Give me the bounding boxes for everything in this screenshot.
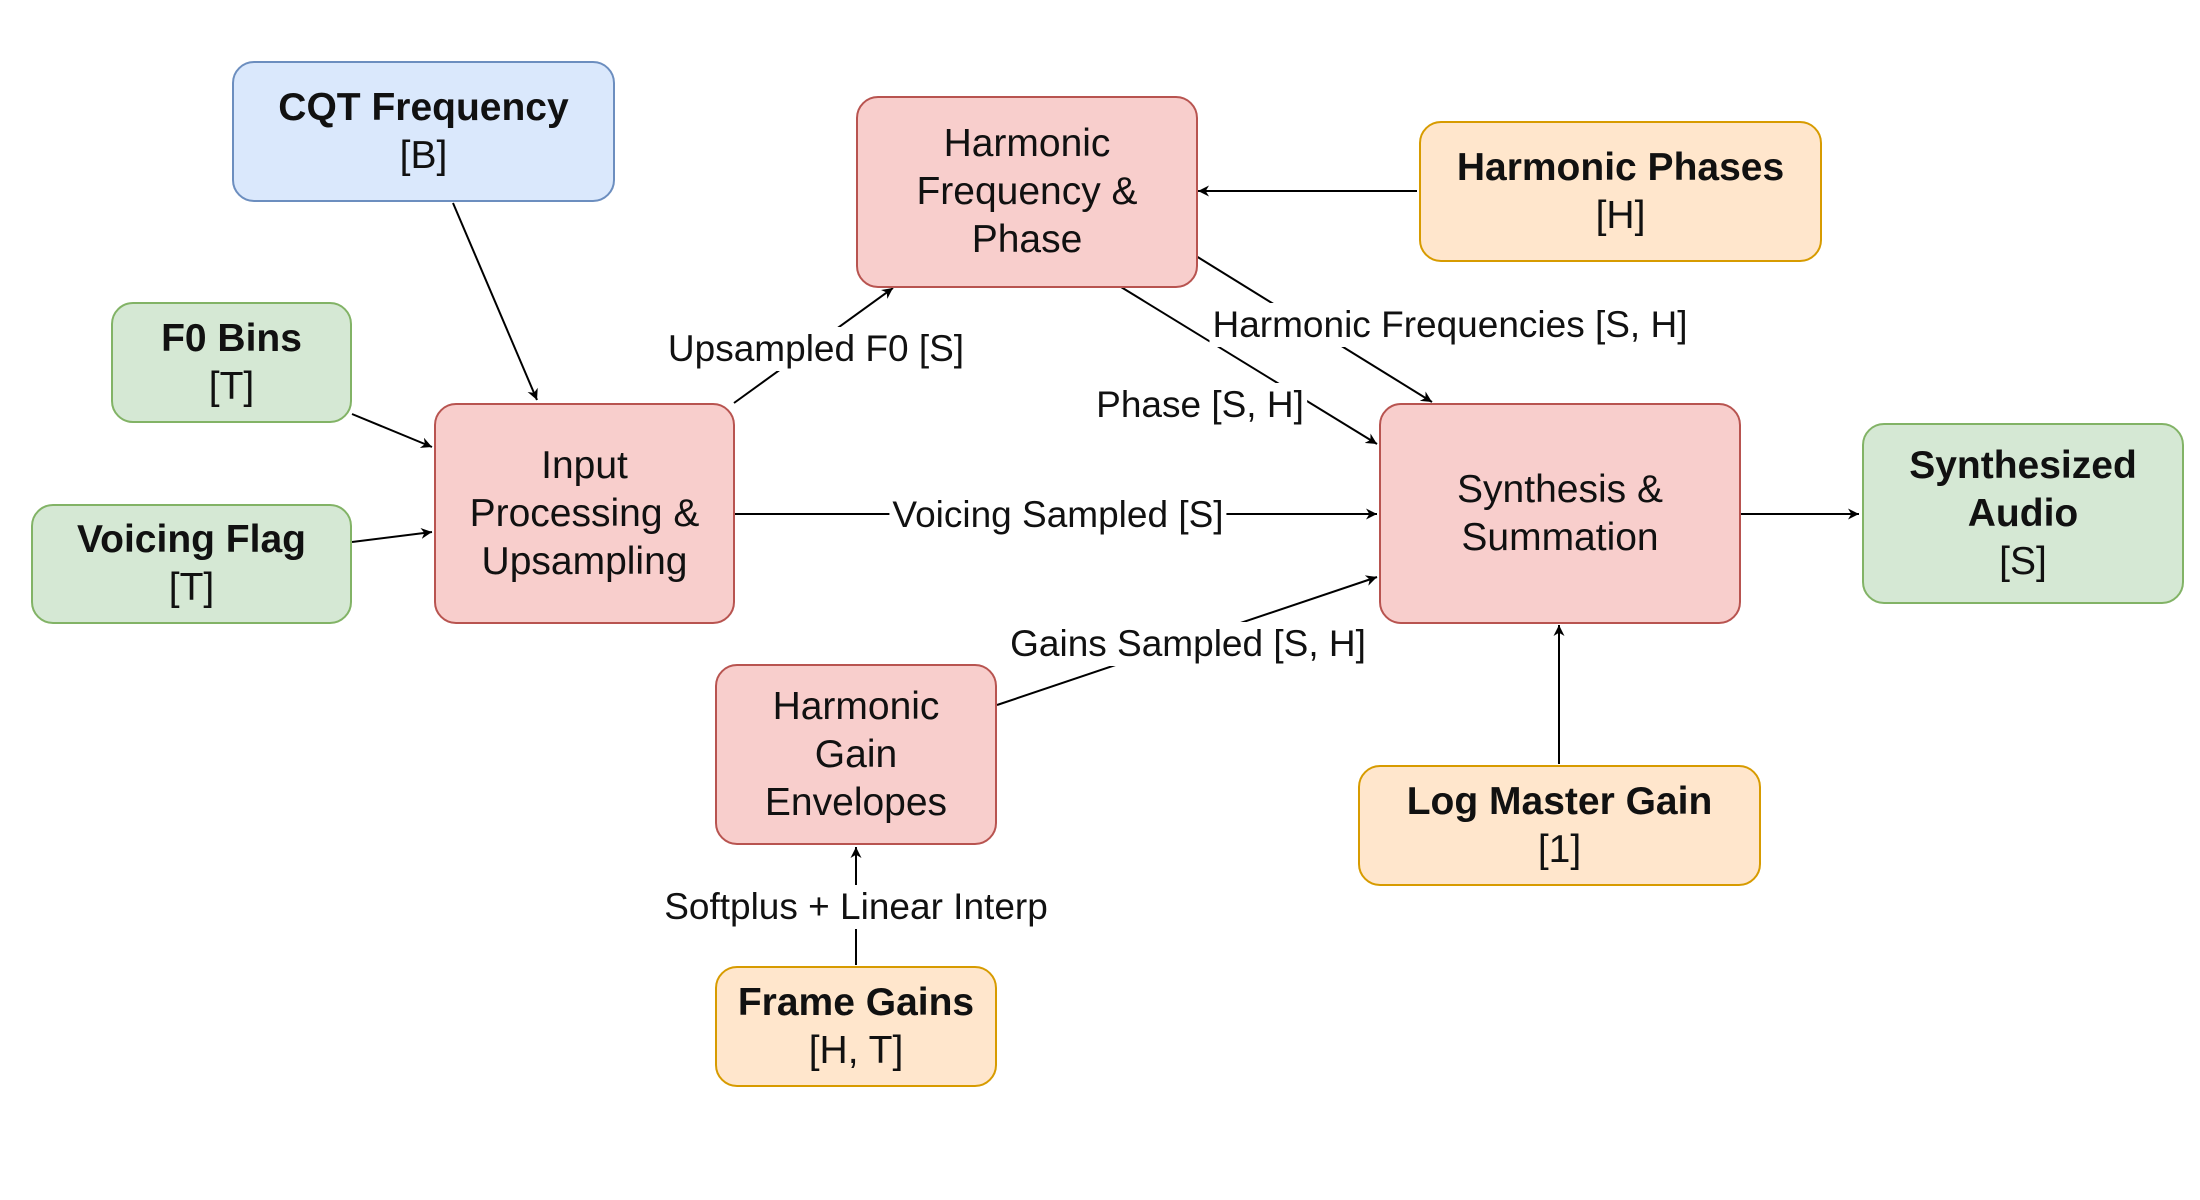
node-voicing-flag: Voicing Flag [T] xyxy=(31,504,352,624)
node-title: Log Master Gain xyxy=(1406,779,1713,823)
edge-cqt-to-input xyxy=(452,202,538,401)
edge-label-harmonic-frequencies: Harmonic Frequencies [S, H] xyxy=(1209,303,1691,347)
edge-label-softplus: Softplus + Linear Interp xyxy=(661,885,1051,929)
edge-label-upsampled-f0: Upsampled F0 [S] xyxy=(664,327,968,371)
node-synthesized-audio: Synthesized Audio [S] xyxy=(1862,423,2184,604)
node-dimension: [S] xyxy=(1999,539,2047,583)
node-harmonic-gain-envelopes: Harmonic Gain Envelopes xyxy=(715,664,997,845)
node-title: Voicing Flag xyxy=(77,518,306,561)
node-dimension: [1] xyxy=(1537,827,1582,871)
edge-f0bins-to-input xyxy=(351,413,433,448)
node-f0-bins: F0 Bins [T] xyxy=(111,302,352,423)
node-title: Synthesis & Summation xyxy=(1457,467,1663,559)
edge-phase-to-synthesis xyxy=(1120,286,1378,445)
node-log-master-gain: Log Master Gain [1] xyxy=(1358,765,1761,886)
node-title: Harmonic Gain Envelopes xyxy=(764,684,948,824)
node-title: Harmonic Frequency & Phase xyxy=(916,122,1138,261)
node-title: CQT Frequency xyxy=(278,85,569,129)
node-cqt-frequency: CQT Frequency [B] xyxy=(232,61,615,202)
edge-voicing-to-input xyxy=(351,527,433,543)
node-title: Synthesized Audio xyxy=(1909,443,2137,535)
node-harmonic-phases: Harmonic Phases [H] xyxy=(1419,121,1822,262)
node-title: Harmonic Phases xyxy=(1456,145,1785,189)
node-dimension: [H, T] xyxy=(808,1028,904,1072)
node-harmonic-frequency-phase: Harmonic Frequency & Phase xyxy=(856,96,1198,288)
node-title: Input Processing & Upsampling xyxy=(469,443,700,583)
edge-label-gains-sampled: Gains Sampled [S, H] xyxy=(1007,622,1369,666)
node-input-processing: Input Processing & Upsampling xyxy=(434,403,735,624)
node-dimension: [H] xyxy=(1595,193,1646,237)
edge-label-voicing-sampled: Voicing Sampled [S] xyxy=(889,493,1227,537)
edge-label-phase: Phase [S, H] xyxy=(1093,383,1307,427)
node-synthesis-summation: Synthesis & Summation xyxy=(1379,403,1741,624)
node-dimension: [T] xyxy=(168,566,215,609)
node-dimension: [T] xyxy=(208,364,255,408)
node-frame-gains: Frame Gains [H, T] xyxy=(715,966,997,1087)
node-dimension: [B] xyxy=(399,133,448,177)
node-title: Frame Gains xyxy=(737,980,975,1024)
node-title: F0 Bins xyxy=(161,316,302,360)
